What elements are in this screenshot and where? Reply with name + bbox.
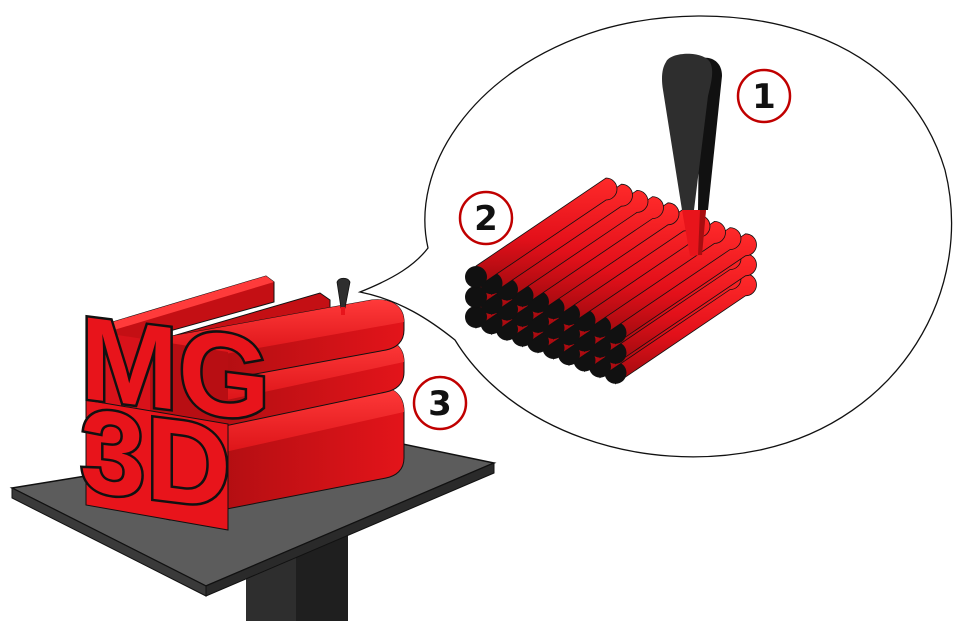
callout-1-label: 1 [752,77,776,117]
filament-rod [465,177,618,289]
callout-2: 2 [458,190,514,246]
deposited-filament-layers [465,177,757,385]
filament-rod [480,183,633,295]
callout-3-label: 3 [428,384,452,424]
extruder-nozzle-icon [662,53,722,256]
small-nozzle-icon [336,277,351,315]
logo-line-2: 3D [80,384,231,534]
object-logo: MG 3D [78,290,273,537]
callout-1: 1 [736,68,792,124]
callout-2-label: 2 [474,199,498,239]
logo-line-1: MG [80,292,270,447]
callout-3: 3 [412,375,468,431]
printed-object: MG 3D [78,275,405,537]
